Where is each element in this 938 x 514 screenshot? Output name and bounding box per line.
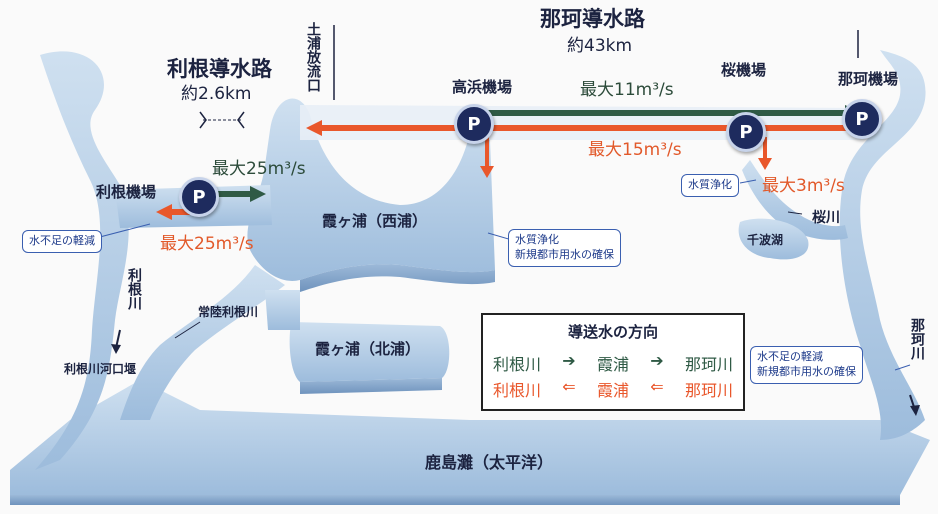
legend-r1-b: 霞浦	[596, 355, 629, 374]
hitachi-tone-label: 常陸利根川	[198, 305, 259, 319]
note-sakura-purify: 水質浄化	[681, 174, 739, 197]
kitaura-lake-side	[300, 378, 442, 394]
legend-r1-c: 那珂川	[684, 355, 733, 374]
sakura-pump-icon: P	[726, 112, 766, 152]
naka-river-label: 那珂川	[909, 318, 925, 360]
naka-canal-title: 那珂導水路	[540, 7, 645, 31]
naka-plant-label: 那珂機場	[838, 70, 899, 88]
takahama-plant-label: 高浜機場	[452, 78, 513, 96]
tone-canal-length: 約2.6km	[181, 84, 252, 104]
hitachi-tone-river	[120, 265, 285, 420]
senba-lake-label: 千波湖	[747, 233, 784, 247]
nishiura-lake-side	[300, 264, 495, 292]
takahama-pump-icon: P	[454, 104, 494, 144]
sea-band-edge	[10, 495, 900, 505]
tone-canal-title: 利根導水路	[167, 57, 272, 81]
nishiura-label: 霞ヶ浦（西浦）	[322, 212, 428, 230]
note-tone-shortage: 水不足の軽減	[22, 230, 102, 253]
kitaura-lake	[289, 322, 450, 382]
tone-mouth-label: 利根川河口堰	[64, 362, 137, 376]
naka-pump-icon: P	[842, 99, 882, 139]
legend-r2-b: 霞浦	[596, 381, 629, 400]
legend-box: 導送水の方向 利根川 ➔ 霞浦 ➔ 那珂川 利根川 ⇐ 霞浦 ⇐ 那珂川	[481, 313, 745, 411]
note-naka-right: 水不足の軽減 新規都市用水の確保	[750, 346, 863, 384]
note-naka-line2: 新規都市用水の確保	[757, 364, 856, 378]
kitaura-label: 霞ヶ浦（北浦）	[315, 340, 421, 358]
tone-river-label: 利根川	[126, 268, 142, 310]
senba-lake	[738, 218, 809, 260]
kitaura-connect	[265, 290, 300, 330]
legend-row-reverse: 利根川 ⇐ 霞浦 ⇐ 那珂川	[493, 377, 733, 401]
sakura-plant-label: 桜機場	[721, 61, 767, 79]
flow-sakura-out: 最大3m³/s	[762, 176, 845, 196]
sea-band	[10, 380, 930, 495]
tone-plant-label: 利根機場	[96, 183, 157, 201]
naka-river	[839, 50, 926, 440]
sakura-river-label: 桜川	[812, 210, 840, 226]
tone-river	[35, 51, 129, 470]
note-lake-line2: 新規都市用水の確保	[515, 247, 614, 261]
flow-lake-to-tone: 最大25m³/s	[160, 234, 254, 254]
flow-lake-to-naka: 最大11m³/s	[580, 80, 674, 100]
flow-tone-to-lake: 最大25m³/s	[212, 159, 306, 179]
outlet-label: 土浦放流口	[305, 22, 321, 92]
note-naka-line1: 水不足の軽減	[757, 350, 823, 363]
legend-r2-a: 利根川	[493, 381, 542, 400]
note-lake-line1: 水質浄化	[515, 233, 559, 246]
note-lake-center: 水質浄化 新規都市用水の確保	[508, 229, 621, 267]
legend-arrow-right-icon: ➔	[650, 351, 664, 370]
tone-pump-icon: P	[179, 177, 219, 217]
nishiura-lake	[247, 98, 495, 281]
sakura-river	[742, 160, 848, 240]
legend-arrow-left-icon: ⇐	[562, 377, 576, 396]
legend-r2-c: 那珂川	[684, 381, 733, 400]
legend-title: 導送水の方向	[567, 323, 658, 341]
legend-r1-a: 利根川	[493, 355, 542, 374]
legend-row-forward: 利根川 ➔ 霞浦 ➔ 那珂川	[493, 351, 733, 375]
tone-canal-length-marks	[199, 111, 245, 129]
naka-canal-length: 約43km	[567, 36, 633, 56]
legend-arrow-right-icon: ➔	[562, 351, 576, 370]
flow-naka-to-lake: 最大15m³/s	[588, 140, 682, 160]
legend-arrow-left-icon: ⇐	[650, 377, 664, 396]
sea-label: 鹿島灘（太平洋）	[425, 453, 554, 472]
